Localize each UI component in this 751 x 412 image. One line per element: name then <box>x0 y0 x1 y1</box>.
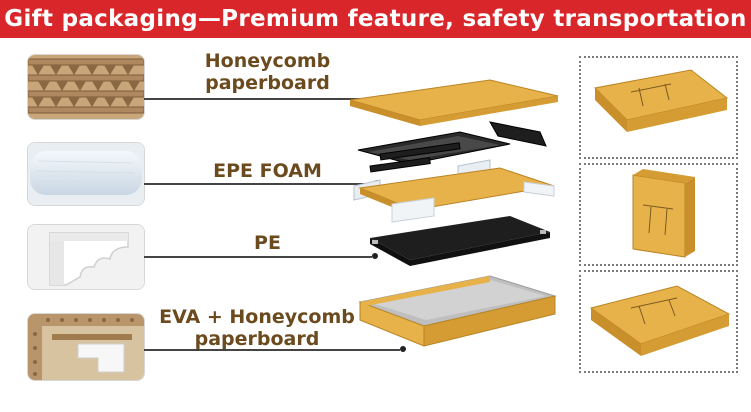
lid-panel <box>349 79 559 126</box>
exploded-packaging-illustration <box>340 70 565 365</box>
label-eva-honeycomb: EVA + Honeycomb paperboard <box>152 306 362 350</box>
label-line1: Honeycomb <box>204 50 331 72</box>
label-line1: EPE FOAM <box>213 160 322 182</box>
label-line1: PE <box>254 232 281 254</box>
leader-line-pe <box>144 256 372 258</box>
bottom-box <box>358 275 557 347</box>
label-pe: PE <box>190 232 345 254</box>
box-view-flat <box>579 270 738 373</box>
box-view-angled <box>579 56 738 159</box>
leader-dot-pe <box>372 253 378 259</box>
label-line1: EVA + Honeycomb <box>159 306 355 328</box>
black-frame-parts <box>357 121 547 173</box>
black-pe-panel <box>370 216 550 266</box>
leader-line-honeycomb <box>144 98 402 100</box>
label-epe-foam: EPE FOAM <box>190 160 345 182</box>
box-view-upright <box>579 163 738 266</box>
leader-line-eva <box>144 349 400 351</box>
label-line2: paperboard <box>205 72 330 94</box>
leader-dot-eva <box>400 346 406 352</box>
title-banner: Gift packaging—Premium feature, safety t… <box>0 0 751 38</box>
middle-tray <box>358 167 555 223</box>
label-line2: paperboard <box>194 328 320 350</box>
eva-honeycomb-box-corner-photo <box>28 314 144 380</box>
label-honeycomb-paperboard: Honeycomb paperboard <box>190 50 345 94</box>
banner-title: Gift packaging—Premium feature, safety t… <box>4 6 747 32</box>
epe-foam-photo <box>28 143 144 205</box>
honeycomb-paperboard-photo <box>28 55 144 119</box>
pe-corner-guard-photo <box>28 225 144 289</box>
leader-line-epe-foam <box>144 183 374 185</box>
